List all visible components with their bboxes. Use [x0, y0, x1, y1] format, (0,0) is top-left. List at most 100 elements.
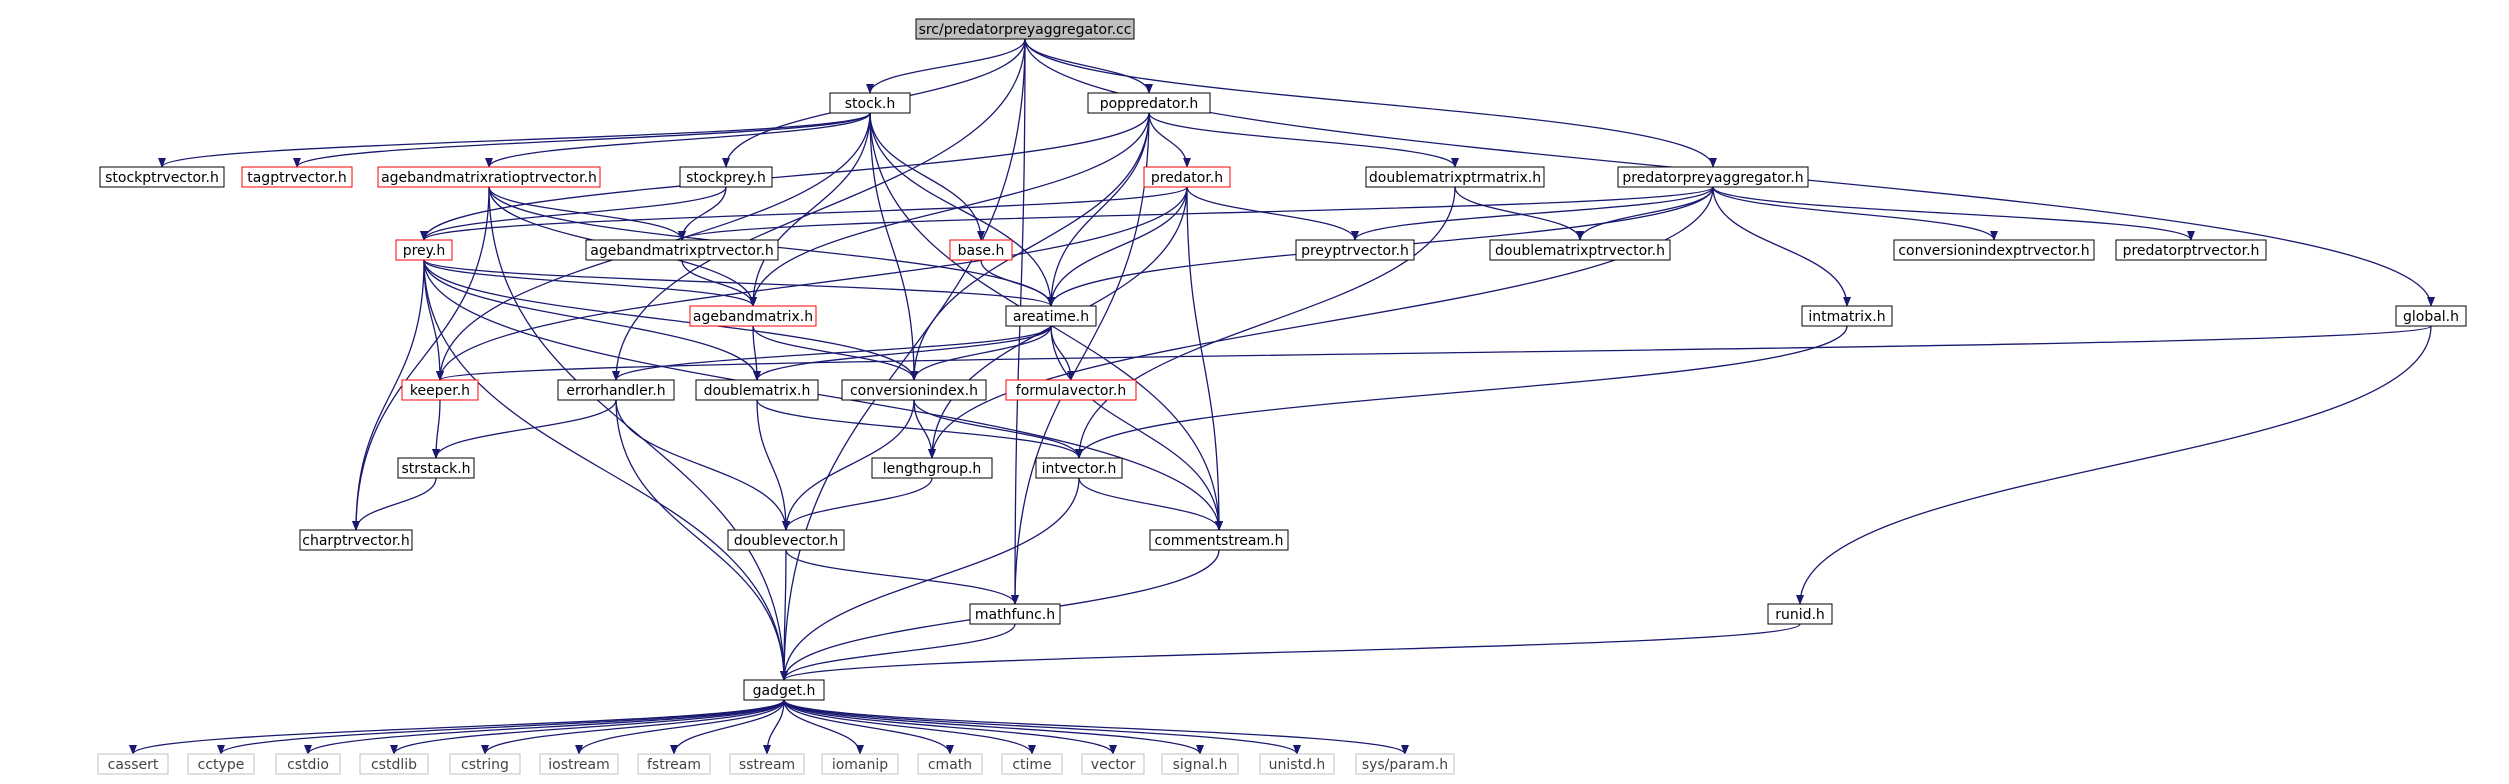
edge-stock-to-base: [869, 112, 985, 241]
edge-poppredator-to-areatime: [1047, 112, 1150, 307]
edge-poppredator-to-agebandmatrix: [749, 112, 1150, 307]
edges-layer: [129, 38, 2435, 755]
node-global-label: global.h: [2403, 309, 2459, 325]
node-conversionindex[interactable]: conversionindex.h: [841, 379, 987, 401]
node-predator[interactable]: predator.h: [1143, 166, 1231, 188]
node-doublematrix-label: doublematrix.h: [704, 383, 811, 399]
edge-poppredator-to-doublematrixptrmatrix: [1148, 112, 1459, 168]
node-strstack[interactable]: strstack.h: [397, 457, 475, 479]
node-intvector[interactable]: intvector.h: [1035, 457, 1123, 479]
node-stockptrvector[interactable]: stockptrvector.h: [99, 166, 225, 188]
node-poppredator[interactable]: poppredator.h: [1087, 92, 1211, 114]
node-stockptrvector-label: stockptrvector.h: [105, 170, 219, 186]
node-areatime[interactable]: areatime.h: [1005, 305, 1097, 327]
node-intmatrix[interactable]: intmatrix.h: [1801, 305, 1893, 327]
node-iostream-label: iostream: [548, 757, 610, 773]
node-ctime-box: [1001, 753, 1063, 775]
node-agebandmatrix[interactable]: agebandmatrix.h: [689, 305, 817, 327]
edge-prey-to-conversionindex: [423, 259, 918, 381]
node-predator-label: predator.h: [1151, 170, 1223, 186]
node-errorhandler[interactable]: errorhandler.h: [557, 379, 675, 401]
node-doublevector-label: doublevector.h: [734, 533, 838, 549]
node-lengthgroup-label: lengthgroup.h: [883, 461, 982, 477]
node-agebandmatrixratioptrvector[interactable]: agebandmatrixratioptrvector.h: [377, 166, 601, 188]
node-charptrvector-box: [299, 529, 413, 551]
node-stockprey-label: stockprey.h: [686, 170, 766, 186]
node-base-label: base.h: [958, 243, 1005, 259]
edge-intvector-to-gadget: [780, 477, 1080, 681]
node-formulavector[interactable]: formulavector.h: [1005, 379, 1137, 401]
node-doublematrix[interactable]: doublematrix.h: [695, 379, 819, 401]
node-fstream: fstream: [637, 753, 711, 775]
node-doublevector-box: [727, 529, 845, 551]
node-agebandmatrixptrvector[interactable]: agebandmatrixptrvector.h: [585, 239, 779, 261]
edge-predatorpreyaggregator-to-doublematrixptrvector: [1576, 186, 1714, 241]
node-tagptrvector[interactable]: tagptrvector.h: [241, 166, 353, 188]
node-sysparam-box: [1355, 753, 1455, 775]
node-predatorpreyaggregator-box: [1617, 166, 1809, 188]
node-agebandmatrixptrvector-label: agebandmatrixptrvector.h: [590, 243, 774, 259]
node-predatorpreyaggregator[interactable]: predatorpreyaggregator.h: [1617, 166, 1809, 188]
edge-predatorpreyaggregator-to-preyptrvector: [1351, 186, 1714, 241]
edge-doublevector-to-gadget: [780, 549, 789, 681]
node-doublematrixptrvector[interactable]: doublematrixptrvector.h: [1489, 239, 1671, 261]
node-cctype-label: cctype: [198, 757, 245, 773]
node-charptrvector[interactable]: charptrvector.h: [299, 529, 413, 551]
node-doublematrixptrmatrix[interactable]: doublematrixptrmatrix.h: [1365, 166, 1545, 188]
node-vector-box: [1081, 753, 1145, 775]
node-stockprey[interactable]: stockprey.h: [679, 166, 773, 188]
edge-areatime-to-formulavector: [1050, 325, 1075, 381]
edge-mathfunc-to-gadget: [780, 623, 1016, 681]
node-base[interactable]: base.h: [949, 239, 1013, 261]
node-cstring-box: [449, 753, 521, 775]
edge-errorhandler-to-gadget: [615, 399, 788, 681]
node-iomanip-label: iomanip: [832, 757, 888, 773]
node-stock[interactable]: stock.h: [829, 92, 911, 114]
node-unistd-label: unistd.h: [1269, 757, 1326, 773]
node-sstream-label: sstream: [739, 757, 795, 773]
edge-errorhandler-to-doublevector: [615, 399, 790, 531]
node-agebandmatrix-box: [689, 305, 817, 327]
node-doublematrixptrvector-box: [1489, 239, 1671, 261]
node-sstream: sstream: [729, 753, 805, 775]
node-prey[interactable]: prey.h: [395, 239, 453, 261]
edge-areatime-to-errorhandler: [612, 325, 1052, 381]
node-preyptrvector[interactable]: preyptrvector.h: [1295, 239, 1415, 261]
node-prey-label: prey.h: [403, 243, 446, 259]
node-global[interactable]: global.h: [2395, 305, 2467, 327]
node-conversionindexptrvector[interactable]: conversionindexptrvector.h: [1893, 239, 2095, 261]
edge-conversionindex-to-lengthgroup: [913, 399, 936, 459]
node-signal-label: signal.h: [1173, 757, 1228, 773]
node-unistd: unistd.h: [1259, 753, 1335, 775]
edge-root-to-predatorpreyaggregator: [1024, 38, 1717, 168]
node-runid[interactable]: runid.h: [1767, 603, 1833, 625]
node-predatorptrvector-label: predatorptrvector.h: [2123, 243, 2260, 259]
node-signal-box: [1161, 753, 1239, 775]
edge-doublematrixptrmatrix-to-intvector: [1075, 186, 1456, 459]
node-strstack-label: strstack.h: [401, 461, 470, 477]
node-cctype-box: [187, 753, 255, 775]
node-keeper-label: keeper.h: [410, 383, 470, 399]
node-poppredator-label: poppredator.h: [1100, 96, 1199, 112]
node-root[interactable]: src/predatorpreyaggregator.cc: [915, 18, 1135, 40]
node-commentstream-label: commentstream.h: [1155, 533, 1284, 549]
edge-stock-to-stockptrvector: [158, 112, 871, 168]
node-gadget[interactable]: gadget.h: [743, 679, 825, 701]
node-doublevector[interactable]: doublevector.h: [727, 529, 845, 551]
node-root-box: [915, 18, 1135, 40]
node-fstream-label: fstream: [647, 757, 701, 773]
node-cstring-label: cstring: [461, 757, 509, 773]
edge-prey-to-commentstream: [423, 259, 1223, 531]
edge-strstack-to-charptrvector: [352, 477, 437, 531]
edge-prey-to-charptrvector: [352, 259, 425, 531]
node-keeper[interactable]: keeper.h: [401, 379, 479, 401]
node-predatorptrvector[interactable]: predatorptrvector.h: [2115, 239, 2267, 261]
node-doublematrixptrmatrix-box: [1365, 166, 1545, 188]
node-mathfunc[interactable]: mathfunc.h: [969, 603, 1061, 625]
node-ctime: ctime: [1001, 753, 1063, 775]
node-commentstream[interactable]: commentstream.h: [1149, 529, 1289, 551]
node-cassert-label: cassert: [108, 757, 159, 773]
node-cassert: cassert: [97, 753, 169, 775]
node-lengthgroup[interactable]: lengthgroup.h: [871, 457, 993, 479]
node-agebandmatrixratioptrvector-label: agebandmatrixratioptrvector.h: [381, 170, 597, 186]
